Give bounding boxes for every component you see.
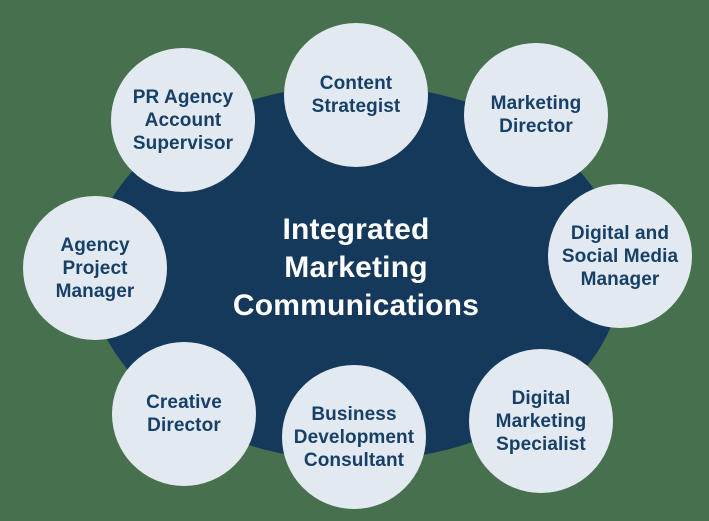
role-label-agency-project-manager: Agency Project Manager bbox=[55, 234, 135, 302]
role-label-digital-and-social-media-manager: Digital and Social Media Manager bbox=[561, 222, 679, 290]
role-circle-agency-project-manager: Agency Project Manager bbox=[23, 196, 167, 340]
role-circle-content-strategist: Content Strategist bbox=[284, 23, 428, 167]
role-circle-business-development-consultant: Business Development Consultant bbox=[282, 365, 426, 509]
role-circle-creative-director: Creative Director bbox=[112, 342, 256, 486]
center-title: Integrated Marketing Communications bbox=[232, 213, 480, 322]
role-circle-pr-agency-account-supervisor: PR Agency Account Supervisor bbox=[111, 48, 255, 192]
role-circle-digital-marketing-specialist: Digital Marketing Specialist bbox=[469, 349, 613, 493]
role-label-creative-director: Creative Director bbox=[146, 392, 222, 436]
role-label-digital-marketing-specialist: Digital Marketing Specialist bbox=[495, 387, 587, 455]
role-label-content-strategist: Content Strategist bbox=[311, 73, 401, 117]
role-circle-digital-and-social-media-manager: Digital and Social Media Manager bbox=[548, 184, 692, 328]
role-circle-marketing-director: Marketing Director bbox=[464, 43, 608, 187]
role-label-business-development-consultant: Business Development Consultant bbox=[293, 403, 415, 471]
role-label-pr-agency-account-supervisor: PR Agency Account Supervisor bbox=[132, 86, 234, 154]
role-label-marketing-director: Marketing Director bbox=[490, 93, 582, 137]
